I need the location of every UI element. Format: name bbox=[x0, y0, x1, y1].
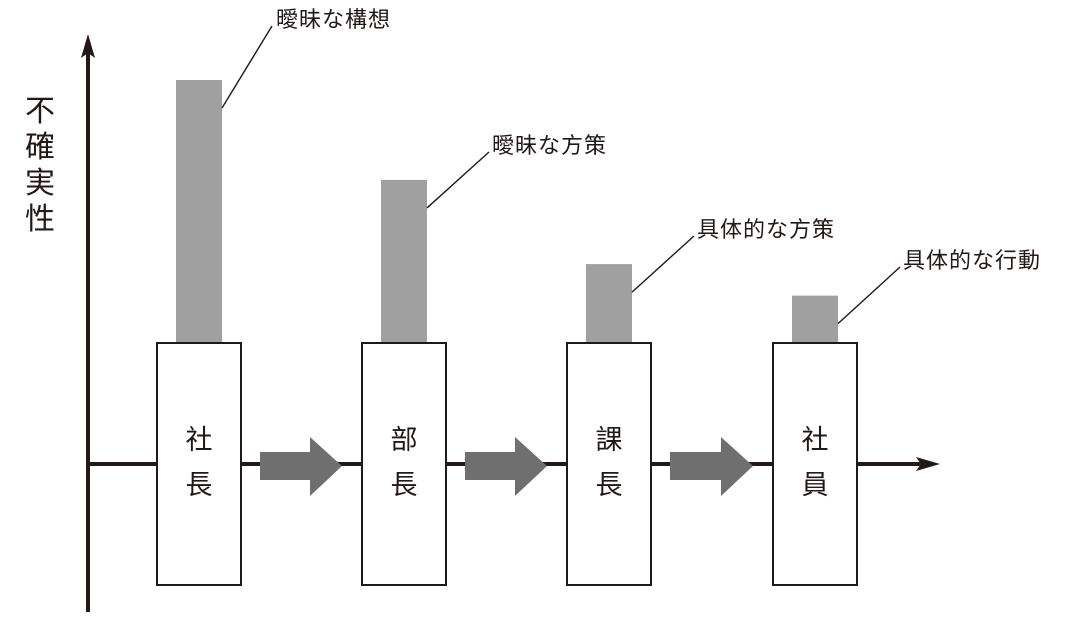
flow-arrow-icon bbox=[465, 437, 547, 496]
role-box bbox=[361, 342, 447, 586]
callout-label-1: 曖昧な構想 bbox=[276, 8, 392, 33]
role-box bbox=[772, 342, 858, 586]
callout-label-4: 具体的な行動 bbox=[903, 249, 1042, 274]
flow-arrow-icon bbox=[670, 437, 753, 496]
uncertainty-bar bbox=[792, 295, 838, 343]
role-box bbox=[566, 342, 652, 586]
x-axis-arrowhead-icon bbox=[916, 457, 940, 471]
callout-leader-line bbox=[631, 235, 695, 293]
flow-arrow-icon bbox=[260, 437, 342, 496]
callout-label-3: 具体的な方策 bbox=[697, 218, 836, 243]
role-char: 長 bbox=[185, 470, 213, 501]
callout-leader-line bbox=[837, 266, 901, 325]
role-char: 員 bbox=[801, 470, 829, 501]
role-box-label-3: 課 長 bbox=[567, 418, 651, 508]
callout-leader-line bbox=[426, 151, 490, 209]
uncertainty-bar bbox=[176, 80, 222, 343]
role-char: 社 bbox=[801, 425, 829, 456]
y-axis-label-char: 実 bbox=[25, 166, 55, 201]
callout-leader-line bbox=[221, 25, 273, 109]
y-axis-arrowhead-icon bbox=[81, 34, 95, 58]
role-char: 長 bbox=[595, 470, 623, 501]
role-char: 課 bbox=[595, 425, 623, 456]
y-axis-label: 不 確 実 性 bbox=[22, 94, 58, 238]
role-box-label-1: 社 長 bbox=[157, 418, 241, 508]
role-char: 長 bbox=[390, 470, 418, 501]
uncertainty-bar bbox=[586, 264, 632, 343]
role-box-label-2: 部 長 bbox=[362, 418, 446, 508]
callout-label-2: 曖昧な方策 bbox=[492, 134, 608, 159]
role-char: 社 bbox=[185, 425, 213, 456]
y-axis-label-char: 不 bbox=[25, 94, 55, 129]
uncertainty-bar bbox=[381, 179, 427, 343]
y-axis-label-char: 確 bbox=[25, 130, 55, 165]
role-char: 部 bbox=[390, 425, 418, 456]
y-axis-label-char: 性 bbox=[25, 202, 55, 237]
role-box-label-4: 社 員 bbox=[773, 418, 857, 508]
role-box bbox=[156, 342, 242, 586]
